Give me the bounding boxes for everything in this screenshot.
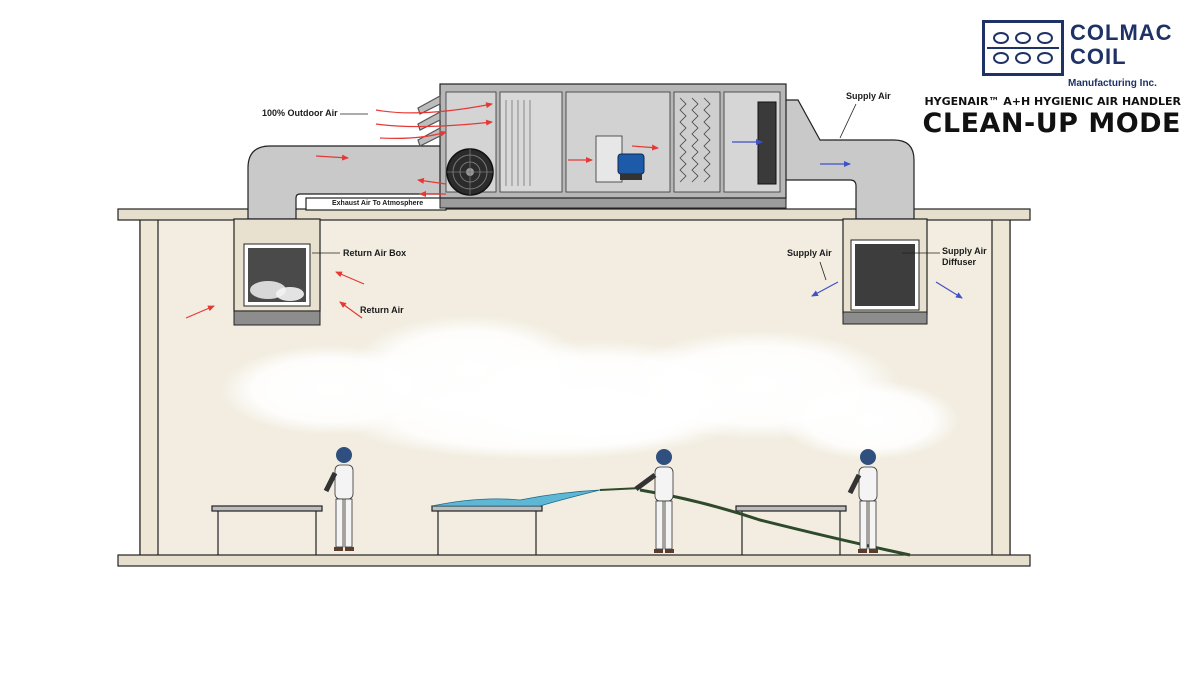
supply-air-diffuser <box>843 219 927 324</box>
logo-subtitle: Manufacturing Inc. <box>1068 78 1157 89</box>
motor-icon <box>618 154 644 180</box>
supply-air-top-label: Supply Air <box>846 91 891 101</box>
supply-duct <box>784 100 914 219</box>
air-handler-unit <box>418 84 786 208</box>
brand-logo: COLMAC COIL Manufacturing Inc. <box>982 18 1182 90</box>
intake-louvers <box>418 96 440 146</box>
discharge-damper <box>758 102 776 184</box>
floor-slab <box>118 555 1030 566</box>
exhaust-air-label: Exhaust Air To Atmosphere <box>332 200 423 207</box>
mode-title: CLEAN-UP MODE <box>923 108 1181 139</box>
return-air-label: Return Air <box>360 305 404 315</box>
supply-air-room-label: Supply Air <box>787 248 832 258</box>
logo-word-2: COIL <box>1070 44 1127 70</box>
supply-air-diffuser-label: Supply Air Diffuser <box>942 246 994 268</box>
product-title: HYGENAIR™ A+H HYGIENIC AIR HANDLER <box>924 95 1181 108</box>
right-wall-column <box>992 219 1010 556</box>
return-air-box-label: Return Air Box <box>343 248 406 258</box>
logo-word-1: COLMAC <box>1070 20 1173 46</box>
left-wall-column <box>140 219 158 556</box>
fan-icon <box>447 149 493 195</box>
logo-coil-icon <box>982 20 1064 76</box>
section-coil <box>500 92 562 192</box>
return-air-box <box>234 219 320 325</box>
outdoor-air-label: 100% Outdoor Air <box>262 108 338 118</box>
